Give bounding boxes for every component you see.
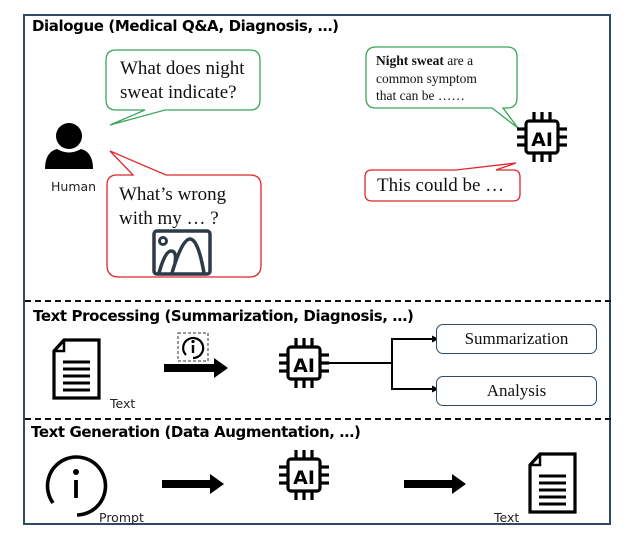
ai-chip-label: AI xyxy=(293,355,315,377)
ai-chip-label: AI xyxy=(293,467,315,489)
ai-chip-label: AI xyxy=(531,129,553,151)
ai-chip-icon: AI xyxy=(279,450,329,500)
human-text-question-line1: What does night xyxy=(120,58,245,79)
prompt-info-icon xyxy=(45,455,108,517)
section-title-text-processing: Text Processing (Summarization, Diagnosi… xyxy=(33,307,414,325)
arrow-right-icon xyxy=(164,358,228,378)
output-box-summarization: Summarization xyxy=(436,324,597,354)
ai-text-bubble xyxy=(365,46,519,129)
section-divider-1 xyxy=(25,300,611,302)
human-label: Human xyxy=(51,179,97,194)
ai-answer-line1-rest: are a xyxy=(443,53,474,68)
human-text-question-line2: sweat indicate? xyxy=(120,81,237,103)
ai-text-answer-line3: that can be …… xyxy=(376,88,465,104)
human-image-question-line2: with my … ? xyxy=(119,207,219,229)
output-box-analysis: Analysis xyxy=(436,376,597,406)
human-image-question: What’s wrong with my … ? xyxy=(119,183,226,231)
output-document-icon xyxy=(528,452,577,514)
branch-connector xyxy=(329,335,439,393)
prompt-label: Prompt xyxy=(99,510,144,525)
ai-text-answer-line1: Night sweat are a xyxy=(376,52,477,70)
ai-chip-icon: AI xyxy=(279,338,329,388)
ai-answer-bold-term: Night sweat xyxy=(376,53,444,68)
ai-text-answer: Night sweat are a common symptom that ca… xyxy=(376,52,477,105)
section-divider-2 xyxy=(25,418,611,420)
human-text-question: What does night sweat indicate? xyxy=(120,57,245,105)
image-icon xyxy=(152,229,212,276)
info-icon-selected xyxy=(177,332,209,362)
ai-chip-icon: AI xyxy=(517,112,567,162)
arrow-right-icon xyxy=(162,474,224,494)
ai-image-answer: This could be … xyxy=(377,175,505,196)
document-icon xyxy=(52,338,101,400)
ai-text-answer-line2: common symptom xyxy=(376,70,477,86)
ai-image-bubble xyxy=(364,162,521,202)
section-title-text-generation: Text Generation (Data Augmentation, …) xyxy=(31,423,361,441)
output-text-label: Text xyxy=(494,510,520,525)
human-avatar-icon xyxy=(45,123,93,169)
human-image-bubble xyxy=(106,150,262,278)
text-input-label: Text xyxy=(110,396,136,411)
human-text-bubble xyxy=(105,49,261,126)
human-image-question-line1: What’s wrong xyxy=(119,184,227,205)
section-title-dialogue: Dialogue (Medical Q&A, Diagnosis, …) xyxy=(32,17,339,35)
arrow-right-icon xyxy=(404,474,466,494)
